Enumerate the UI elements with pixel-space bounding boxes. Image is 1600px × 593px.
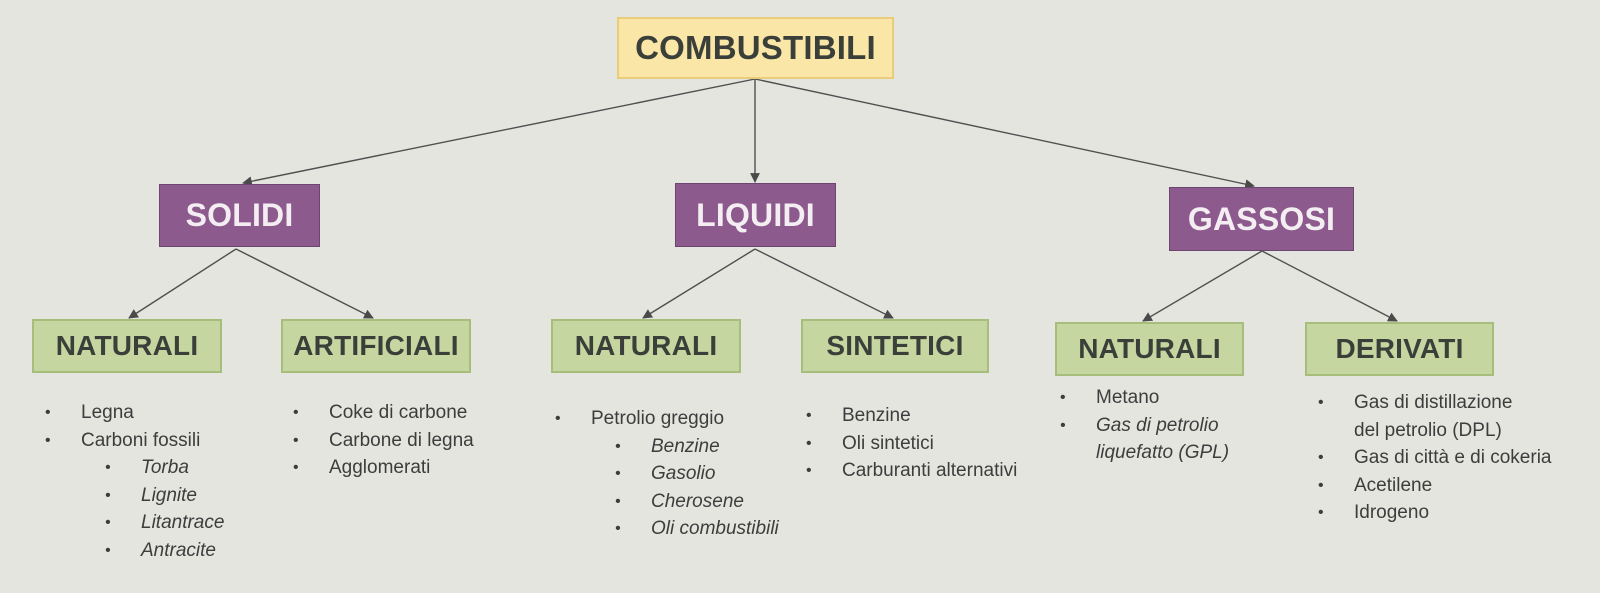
list-item: Petrolio greggio [555, 405, 779, 433]
list-item: Carboni fossili [45, 427, 224, 455]
node-label: SOLIDI [185, 197, 294, 233]
list-item: Agglomerati [293, 454, 474, 482]
list-item: del petrolio (DPL) [1354, 419, 1502, 441]
node-liquidi-sintetici: SINTETICI [801, 319, 989, 373]
list-item: Cherosene [615, 488, 779, 516]
arrow-solidi-artificiali [235, 248, 374, 319]
list-item: Oli sintetici [806, 430, 1017, 458]
list-item: Lignite [105, 482, 224, 510]
list-item: Gas di petrolio [1060, 412, 1229, 440]
arrow-liquidi-sintetici [754, 248, 894, 319]
list-item: Coke di carbone [293, 399, 474, 427]
node-gassosi-derivati: DERIVATI [1305, 322, 1494, 376]
list-item: Gasolio [615, 460, 779, 488]
list-gassosi-derivati: Gas di distillazione del petrolio (DPL) G… [1318, 389, 1551, 527]
node-label: LIQUIDI [696, 196, 815, 233]
node-label: COMBUSTIBILI [635, 29, 876, 66]
node-gassosi: GASSOSI [1169, 187, 1354, 251]
list-solidi-artificiali: Coke di carboneCarbone di legnaAgglomera… [293, 399, 474, 482]
list-item: Gas di distillazione [1318, 389, 1551, 417]
list-item: Acetilene [1318, 472, 1551, 500]
list-item: Antracite [105, 537, 224, 565]
list-item: Idrogeno [1318, 499, 1551, 527]
list-item: liquefatto (GPL) [1096, 442, 1230, 464]
node-label: NATURALI [574, 330, 718, 361]
arrow-solidi-naturali [128, 248, 237, 319]
node-solidi-naturali: NATURALI [32, 319, 222, 373]
arrow-gassosi-derivati [1261, 250, 1398, 322]
list-liquidi-naturali: Petrolio greggioBenzineGasolioCheroseneO… [555, 405, 779, 543]
list-item: Metano [1060, 384, 1229, 412]
node-label: GASSOSI [1187, 200, 1336, 237]
node-combustibili: COMBUSTIBILI [617, 17, 894, 79]
list-item: Benzine [806, 402, 1017, 430]
node-label: DERIVATI [1335, 333, 1464, 364]
arrow-root-gassosi [754, 78, 1255, 189]
list-item: Benzine [615, 433, 779, 461]
list-item: Carbone di legna [293, 427, 474, 455]
arrow-liquidi-naturali [642, 248, 756, 319]
list-item: Oli combustibili [615, 515, 779, 543]
node-liquidi-naturali: NATURALI [551, 319, 741, 373]
node-liquidi: LIQUIDI [675, 183, 836, 247]
node-solidi-artificiali: ARTIFICIALI [281, 319, 471, 373]
list-liquidi-sintetici: BenzineOli sinteticiCarburanti alternati… [806, 402, 1017, 485]
node-solidi: SOLIDI [159, 184, 320, 247]
list-item: Torba [105, 454, 224, 482]
node-gassosi-naturali: NATURALI [1055, 322, 1244, 376]
node-label: ARTIFICIALI [293, 330, 459, 361]
node-label: NATURALI [1078, 333, 1221, 364]
list-item: Legna [45, 399, 224, 427]
node-label: SINTETICI [826, 330, 964, 361]
list-item: Gas di città e di cokeria [1318, 444, 1551, 472]
list-item: Carburanti alternativi [806, 457, 1017, 485]
list-solidi-naturali: LegnaCarboni fossiliTorbaLigniteLitantra… [45, 399, 224, 565]
node-label: NATURALI [55, 330, 199, 361]
list-item: Litantrace [105, 509, 224, 537]
arrow-gassosi-naturali [1142, 250, 1263, 322]
arrow-root-solidi [242, 78, 756, 187]
